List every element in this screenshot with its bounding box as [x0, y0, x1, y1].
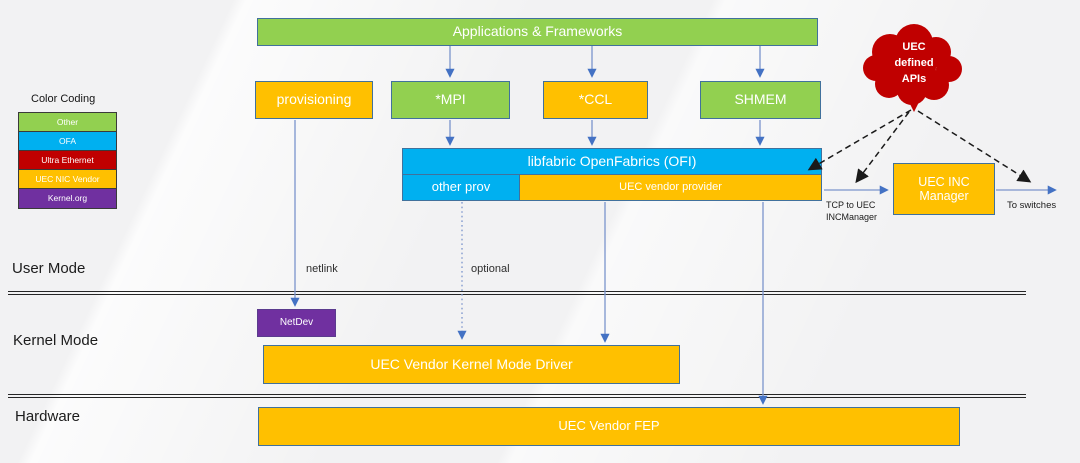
uec-defined-apis-cloud — [863, 24, 962, 112]
legend-item-other: Other — [19, 113, 116, 132]
box-uec-inc-manager: UEC INC Manager — [893, 163, 995, 215]
cloud-label: UEC defined APIs — [894, 41, 934, 85]
dashed-arrow-cloud-to-uec-provider — [807, 109, 912, 171]
edge-label-optional: optional — [471, 263, 510, 275]
box-libfabric-ofi: libfabric OpenFabrics (OFI) — [402, 148, 822, 175]
color-coding-legend: Other OFA Ultra Ethernet UEC NIC Vendor … — [18, 112, 117, 209]
box-shmem: SHMEM — [700, 81, 821, 119]
box-other-prov: other prov — [402, 174, 520, 201]
edge-label-to-switches: To switches — [1007, 200, 1057, 211]
legend-title: Color Coding — [31, 93, 96, 105]
box-uec-vendor-fep: UEC Vendor FEP — [258, 407, 960, 446]
edge-label-netlink: netlink — [306, 263, 338, 275]
box-uec-vendor-provider: UEC vendor provider — [519, 174, 822, 201]
kernel-hardware-boundary-line — [8, 394, 1026, 398]
legend-item-ultra-ethernet: Ultra Ethernet — [19, 151, 116, 170]
edge-label-tcp-to-inc-manager: TCP to UEC INCManager — [826, 200, 878, 222]
box-ccl: *CCL — [543, 81, 648, 119]
box-uec-vendor-kernel-mode-driver: UEC Vendor Kernel Mode Driver — [263, 345, 680, 384]
layer-label-hardware: Hardware — [15, 408, 81, 425]
box-mpi: *MPI — [391, 81, 510, 119]
layer-label-kernel-mode: Kernel Mode — [13, 332, 99, 349]
box-netdev: NetDev — [257, 309, 336, 337]
layer-label-user-mode: User Mode — [12, 260, 86, 277]
legend-item-ofa: OFA — [19, 132, 116, 151]
box-provisioning: provisioning — [255, 81, 373, 119]
legend-item-kernelorg: Kernel.org — [19, 189, 116, 208]
box-applications-frameworks: Applications & Frameworks — [257, 18, 818, 46]
legend-item-uec-nic-vendor: UEC NIC Vendor — [19, 170, 116, 189]
user-kernel-boundary-line — [8, 291, 1026, 295]
